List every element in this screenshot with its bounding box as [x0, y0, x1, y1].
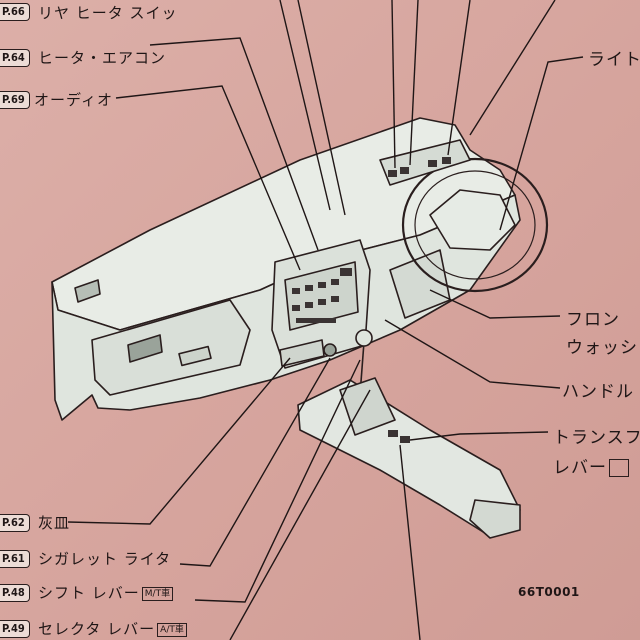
- tag-mt: M/T車: [141, 586, 174, 601]
- page-ref-heater-aircon: P.64: [0, 49, 30, 67]
- leader-lines: [67, 0, 584, 640]
- page-ref-cigarette-lighter: P.61: [0, 550, 30, 568]
- label-ashtray: 灰皿: [38, 514, 71, 532]
- page-ref-audio: P.69: [0, 91, 30, 109]
- label-rear-heater-switch: リヤ ヒータ スイッ: [38, 4, 178, 22]
- label-handle: ハンドル: [562, 382, 634, 402]
- shift-boot: [339, 377, 396, 436]
- tag-at: A/T車: [157, 622, 187, 637]
- page-ref-selector-lever: P.49: [0, 620, 30, 638]
- label-audio: オーディオ: [34, 91, 113, 109]
- page-ref-rear-heater: P.66: [0, 3, 30, 21]
- ashtray-box: [279, 339, 325, 367]
- corner-vent: [74, 279, 101, 303]
- label-light: ライト: [588, 50, 640, 70]
- label-heater-aircon: ヒータ・エアコン: [38, 49, 167, 67]
- label-transfer-lever: レバー: [553, 453, 629, 478]
- switch-buttons: [388, 157, 451, 177]
- steering-wheel-inner: [414, 170, 536, 280]
- cigarette-lighter: [323, 343, 337, 357]
- label-washer: ウォッシ: [566, 338, 638, 358]
- bracket-box: [609, 459, 629, 477]
- left-vent: [127, 334, 163, 363]
- page-ref-ashtray: P.62: [0, 514, 30, 532]
- glovebox: [91, 299, 251, 396]
- label-transfer: トランスフ: [553, 428, 640, 448]
- steering-wheel: [401, 157, 549, 293]
- label-front: フロン: [566, 310, 620, 330]
- figure-code: 66T0001: [518, 585, 580, 599]
- transfer-switches: [388, 430, 410, 443]
- audio-unit: [284, 261, 359, 331]
- label-cigarette-lighter: シガレット ライタ: [38, 550, 172, 568]
- steering-hub: [429, 189, 516, 251]
- glovebox-handle: [178, 345, 212, 367]
- page-ref-shift-lever: P.48: [0, 584, 30, 602]
- console-end: [469, 499, 521, 539]
- audio-buttons: [292, 268, 352, 323]
- shift-knob: [355, 329, 373, 347]
